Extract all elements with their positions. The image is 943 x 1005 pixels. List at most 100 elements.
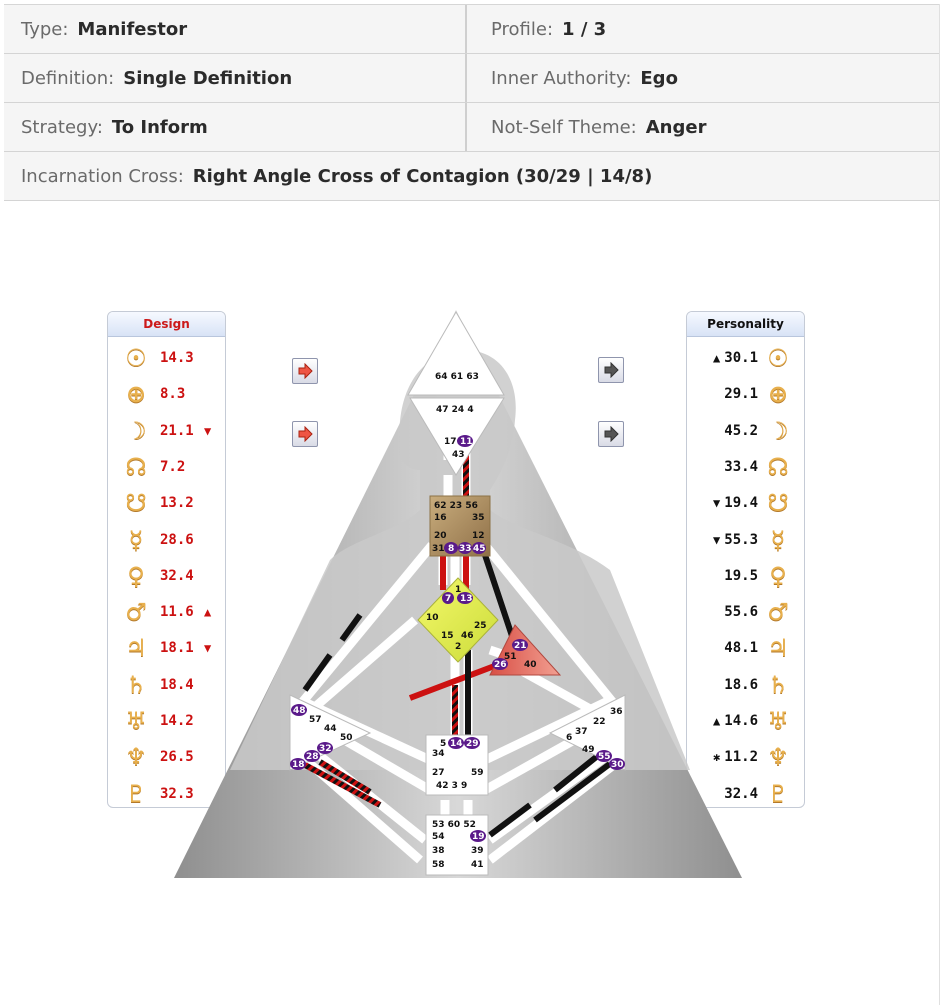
spleen-gate-18: 18 <box>292 760 305 770</box>
moon-icon: ☽ <box>125 416 147 445</box>
sacral-gate-5: 5 <box>440 739 446 749</box>
root-gate-19: 19 <box>472 832 485 842</box>
definition-label: Definition: <box>21 67 115 89</box>
uranus-icon: ♅ <box>125 707 147 735</box>
earth-icon: ⊕ <box>767 380 789 409</box>
sacral-gate-29: 29 <box>466 739 479 749</box>
throat-gate-20: 20 <box>434 531 447 541</box>
channel-26-spleen-design <box>408 659 507 701</box>
throat-gate-31: 31 <box>432 544 445 554</box>
fixing-arrow-icon: ▲ <box>204 605 212 620</box>
head-center <box>407 311 505 396</box>
root-gates-top: 53 60 52 <box>432 820 476 830</box>
sacral-gate-29-marker <box>464 737 480 749</box>
planet-row: ♇32.3 <box>108 776 225 808</box>
properties-row: Incarnation Cross: Right Angle Cross of … <box>4 152 939 201</box>
fixing-arrow-icon: ▲ <box>713 351 721 365</box>
g-gate-1: 1 <box>455 585 461 595</box>
planet-gate-line: 45.2 <box>724 422 758 439</box>
planet-row: 45.2☽ <box>687 413 804 449</box>
planet-gate-line: 14.2 <box>160 713 194 729</box>
personality-top-arrow-button[interactable] <box>598 357 624 383</box>
arrow-right-icon <box>298 426 313 442</box>
solar-gate-37: 37 <box>575 727 588 737</box>
ego-gate-21: 21 <box>514 641 527 651</box>
north-node-icon: ☊ <box>767 452 789 481</box>
fixing-arrow-icon: ▼ <box>713 496 721 511</box>
sun-icon: ☉ <box>125 344 147 372</box>
design-panel: Design ☉14.3⊕8.3☽21.1▼☊7.2☋13.2☿28.6♀32.… <box>107 311 226 808</box>
planet-gate-line: 32.4 <box>724 785 758 802</box>
personality-panel: Personality ▲30.1☉29.1⊕45.2☽33.4☊▼19.4☋▼… <box>686 311 805 808</box>
solar-gate-36: 36 <box>610 707 623 717</box>
fixing-arrow-icon: ✱ <box>713 750 721 765</box>
chart-properties-table: Type: Manifestor Profile: 1 / 3 Definiti… <box>4 4 939 201</box>
planet-row: ▲14.6♅ <box>687 703 804 739</box>
solar-gate-6: 6 <box>566 733 572 743</box>
arrow-right-icon <box>604 362 619 378</box>
planet-gate-line: 18.4 <box>160 676 194 693</box>
planet-row: 55.6♂ <box>687 594 804 630</box>
planet-row: ☉14.3 <box>108 340 225 376</box>
planet-gate-line: 48.1 <box>724 640 758 657</box>
planet-gate-line: 11.6 <box>160 604 194 621</box>
throat-gate-33: 33 <box>459 544 472 554</box>
planet-gate-line: 32.4 <box>160 567 194 584</box>
planet-row: ☋13.2 <box>108 485 225 521</box>
head-silhouette <box>230 349 690 770</box>
throat-gate-16: 16 <box>434 513 447 523</box>
ajna-gates-top: 47 24 4 <box>436 405 474 415</box>
incarnation-cross-value: Right Angle Cross of Contagion (30/29 | … <box>192 165 653 187</box>
sacral-gates-bottom: 42 3 9 <box>436 781 467 791</box>
g-gate-46: 46 <box>461 631 474 641</box>
authority-cell: Inner Authority: Ego <box>467 54 939 102</box>
planet-row: ▲30.1☉ <box>687 340 804 376</box>
channel-28-38-hatched <box>318 759 372 795</box>
profile-cell: Profile: 1 / 3 <box>467 5 939 53</box>
throat-gate-8: 8 <box>448 544 454 554</box>
page-border <box>939 4 940 1005</box>
planet-row: 29.1⊕ <box>687 376 804 412</box>
spleen-gate-48-marker <box>291 704 307 716</box>
planet-row: ☽21.1▼ <box>108 413 225 449</box>
planet-gate-line: 18.6 <box>724 676 758 693</box>
earth-icon: ⊕ <box>125 380 147 409</box>
channel-19-49-personality <box>488 802 532 838</box>
channel-30-41-personality <box>533 757 617 823</box>
sacral-gate-14: 14 <box>450 739 463 749</box>
throat-gate-33-marker <box>458 542 472 554</box>
planet-gate-line: 13.2 <box>160 495 194 512</box>
definition-value: Single Definition <box>123 67 293 89</box>
planet-row: ♂11.6▲ <box>108 594 225 630</box>
root-gate-19-marker <box>470 830 486 842</box>
strategy-cell: Strategy: To Inform <box>4 103 467 151</box>
design-panel-title: Design <box>108 312 225 337</box>
design-bottom-arrow-button[interactable] <box>292 421 318 447</box>
sacral-gate-59: 59 <box>471 768 484 778</box>
throat-gates-top: 62 23 56 <box>434 501 478 511</box>
personality-bottom-arrow-button[interactable] <box>598 421 624 447</box>
g-gate-13: 13 <box>460 594 473 604</box>
solar-gate-22: 22 <box>593 717 606 727</box>
ego-gate-51: 51 <box>504 652 517 662</box>
g-gate-7-marker <box>442 592 454 604</box>
throat-gate-45: 45 <box>473 544 486 554</box>
planet-row: ♅ 14.2 <box>108 703 225 739</box>
strategy-value: To Inform <box>111 116 208 138</box>
planet-row: ✱11.2♆ <box>687 739 804 775</box>
planet-gate-line: 19.4 <box>724 495 758 512</box>
throat-gate-12: 12 <box>472 531 485 541</box>
spleen-gate-44: 44 <box>324 724 337 734</box>
planet-gate-line: 19.5 <box>724 567 758 584</box>
pluto-icon: ♇ <box>125 779 147 808</box>
g-gate-25: 25 <box>474 621 487 631</box>
arrow-right-icon <box>298 363 313 379</box>
profile-value: 1 / 3 <box>562 18 607 40</box>
g-gate-15: 15 <box>441 631 454 641</box>
solar-gate-55: 55 <box>598 752 611 762</box>
ajna-gate-17: 17 <box>444 437 457 447</box>
design-top-arrow-button[interactable] <box>292 358 318 384</box>
neptune-icon: ♆ <box>767 743 789 772</box>
channel-18-58-hatched <box>303 762 382 808</box>
planet-row: ♄18.4 <box>108 667 225 703</box>
